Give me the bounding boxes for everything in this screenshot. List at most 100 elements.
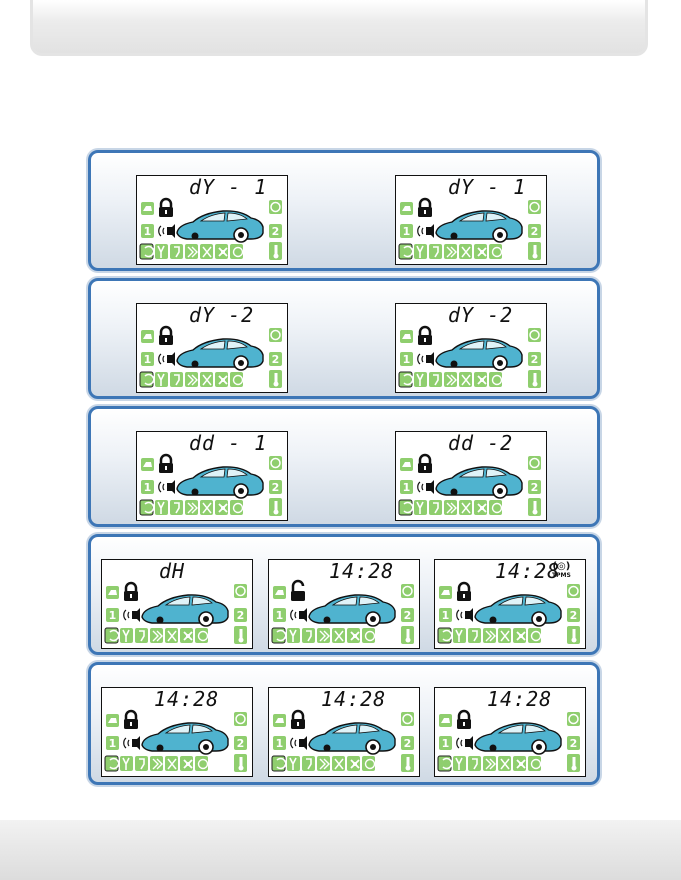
car-check-icon [439,586,452,599]
channel-2-icon: 2 [234,736,247,750]
tachometer-icon [234,712,247,726]
tpms-icon: (◎) [552,562,571,572]
temperature-icon [401,626,414,644]
timer-icon [528,756,541,771]
svg-text:2: 2 [570,609,578,622]
car-icon [436,339,522,370]
light-icon [332,756,345,771]
lock-icon [457,583,471,601]
footer-bar [0,820,681,880]
unlock-icon [291,581,305,601]
service-wrench-icon [287,628,300,643]
fan-icon [215,372,228,387]
temperature-icon [528,498,541,516]
lock-icon [418,455,432,473]
temperature-icon [401,754,414,772]
hand-icon [468,628,481,643]
svg-text:2: 2 [531,481,539,494]
channel-2-icon: 2 [269,352,282,366]
engine-start-icon [140,500,154,515]
timer-icon [489,244,502,259]
hand-icon [170,244,183,259]
car-check-icon [106,714,119,727]
tachometer-icon [528,456,541,470]
lcd-text: dd - 1 [189,431,267,455]
timer-icon [195,756,208,771]
engine-start-icon [438,628,452,643]
drive-icon [317,756,330,771]
channel-1-icon: 1 [141,352,154,366]
siren-icon [291,608,307,622]
fan-icon [474,500,487,515]
hand-icon [135,756,148,771]
light-icon [200,244,213,259]
channel-2-icon: 2 [401,608,414,622]
light-icon [165,628,178,643]
fan-icon [347,628,360,643]
car-icon [177,467,263,498]
svg-text:2: 2 [237,609,245,622]
drive-icon [483,756,496,771]
svg-text:1: 1 [109,737,117,750]
channel-1-icon: 1 [106,608,119,622]
car-icon [309,723,395,754]
svg-text:1: 1 [144,353,152,366]
fan-icon [474,244,487,259]
siren-icon [457,736,473,750]
channel-1-icon: 1 [141,224,154,238]
channel-1-icon: 1 [106,736,119,750]
tpms-indicator: (◎)TPMS [552,562,571,579]
service-wrench-icon [155,244,168,259]
light-icon [459,244,472,259]
lcd-text: 14:28 [154,687,219,711]
lcd-text: dY -2 [189,303,254,327]
car-check-icon [141,458,154,471]
car-icon [475,723,561,754]
svg-text:1: 1 [403,481,411,494]
svg-text:1: 1 [442,609,450,622]
car-icon [436,467,522,498]
engine-start-icon [272,756,286,771]
light-icon [200,372,213,387]
svg-text:2: 2 [404,737,412,750]
fan-icon [513,628,526,643]
lcd-text: 14:28 [329,559,394,583]
timer-icon [230,244,243,259]
car-check-icon [400,330,413,343]
temperature-icon [528,370,541,388]
channel-2-icon: 2 [269,480,282,494]
car-check-icon [141,202,154,215]
fan-icon [215,244,228,259]
lcd-text: dY -2 [448,303,513,327]
lcd-text: 14:28 [321,687,386,711]
svg-text:2: 2 [531,353,539,366]
channel-1-icon: 1 [400,224,413,238]
temperature-icon [269,242,282,260]
hand-icon [170,500,183,515]
channel-2-icon: 2 [234,608,247,622]
temperature-icon [567,754,580,772]
lcd-text: dY - 1 [448,175,526,199]
drive-icon [185,372,198,387]
engine-start-icon [105,756,119,771]
car-check-icon [273,714,286,727]
engine-start-icon [140,244,154,259]
svg-text:1: 1 [144,481,152,494]
car-check-icon [400,202,413,215]
siren-icon [159,352,175,366]
siren-icon [124,608,140,622]
car-icon [309,595,395,626]
hand-icon [429,244,442,259]
lock-icon [418,199,432,217]
channel-1-icon: 1 [400,352,413,366]
drive-icon [150,756,163,771]
fan-icon [347,756,360,771]
drive-icon [185,500,198,515]
timer-icon [528,628,541,643]
drive-icon [444,244,457,259]
temperature-icon [567,626,580,644]
channel-1-icon: 1 [400,480,413,494]
svg-text:1: 1 [144,225,152,238]
